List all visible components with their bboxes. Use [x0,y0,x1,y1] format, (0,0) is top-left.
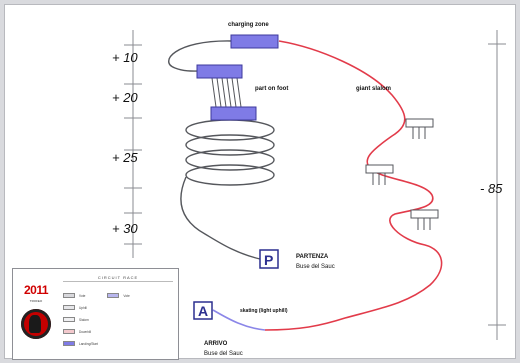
right-scale-label: - 85 [480,181,503,196]
logo-text: TROFEO [29,299,43,303]
foot-connector-lines [211,77,242,108]
arrival-badge-letter: A [198,303,208,319]
track-red-slalom [264,40,443,331]
arrival-badge [193,301,213,320]
scale-mark-20: + 20 [112,90,138,105]
scale-mark-10: + 10 [112,50,138,65]
giant-slalom-label: giant slalom [356,86,391,92]
arrivo-title: ARRIVO [204,341,228,347]
legend-row: Downhill [63,329,91,334]
legend-swatch [63,293,75,298]
start-badge [259,249,279,269]
legend-row: Slalom [63,317,89,322]
legend-swatch [63,341,75,346]
legend-row-label: Slalom [79,317,89,322]
arrivo-subtitle: Buse del Sauc [204,351,243,357]
event-logo: 2011 TROFEO [17,279,55,355]
scale-mark-30: + 30 [112,221,138,236]
slalom-gate-icon [365,164,394,185]
legend-row-label: Uphill [79,305,87,310]
legend-box: 2011 TROFEO CIRCUIT RACE Vote Vote Uphil… [12,268,179,360]
logo-year: 2011 [23,283,49,297]
charging-zone-label: charging zone [228,22,269,28]
partenza-subtitle: Buse del Sauc [296,264,335,270]
track-blue-skating [212,309,266,331]
slalom-gate-icon [405,118,434,139]
charging-zone-box [230,34,279,49]
legend-swatch [63,305,75,310]
legend-row: Uphill [63,305,87,310]
right-elevation-scale [488,30,506,340]
legend-row: Vote Vote [63,293,130,298]
partenza-title: PARTENZA [296,254,329,260]
part-on-foot-box [196,64,243,79]
legend-row-label: Downhill [79,329,92,334]
skating-label: skating (light uphill) [240,308,288,314]
part-on-foot-label: part on foot [255,86,288,92]
scale-mark-25: + 25 [112,150,138,165]
legend-swatch [107,293,120,298]
track-gray-coil [185,119,275,186]
legend-swatch [63,317,75,322]
skier-figure-icon [29,315,41,333]
slalom-gate-icon [410,209,439,230]
legend-row: Landing/Start [63,341,98,346]
legend-row-label: Vote [123,293,130,298]
coil-entry-box [210,106,257,121]
track-gray-loop [168,40,232,72]
legend-row-label: Landing/Start [79,341,98,346]
left-elevation-scale [124,30,142,258]
track-gray-descent [180,176,261,260]
legend-swatch [63,329,75,334]
legend-title: CIRCUIT RACE [63,275,173,282]
legend-row-label: Vote [79,293,86,298]
start-badge-letter: P [264,252,273,268]
